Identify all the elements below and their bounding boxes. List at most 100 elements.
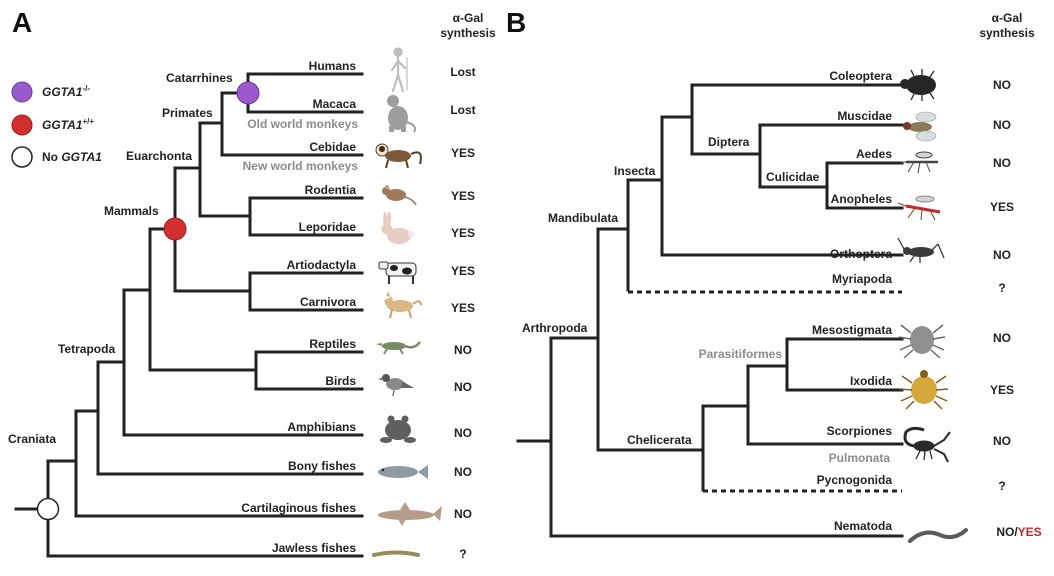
status-scorpiones: NO <box>993 434 1011 448</box>
label-insecta: Insecta <box>614 164 656 178</box>
status-ixodida: YES <box>990 383 1014 397</box>
leaf-mesostigmata: Mesostigmata <box>812 323 892 337</box>
leaf-cartilaginous-fishes: Cartilaginous fishes <box>241 501 356 515</box>
panel-b-label: B <box>506 7 526 38</box>
nematode-icon <box>908 528 968 543</box>
tree-a-branches <box>14 72 364 558</box>
capuchin-icon <box>375 143 422 169</box>
lamprey-icon <box>372 550 420 557</box>
leaf-pycnogonida: Pycnogonida <box>817 473 893 487</box>
tick-icon <box>899 370 949 410</box>
macaque-icon <box>387 95 417 133</box>
leaf-leporidae: Leporidae <box>299 220 357 234</box>
status-humans: Lost <box>450 65 475 79</box>
animal-icons <box>372 47 968 557</box>
mite-icon <box>898 324 946 359</box>
label-old-world-monkeys: Old world monkeys <box>247 117 358 131</box>
status-cartilaginous-fishes: NO <box>454 507 472 521</box>
panel-b-header-line2: synthesis <box>979 26 1035 40</box>
status-nematoda: NO/YES <box>996 525 1041 539</box>
leaf-carnivora: Carnivora <box>300 295 356 309</box>
leaf-cebidae: Cebidae <box>309 140 356 154</box>
legend: GGTA1-/- GGTA1+/+ No GGTA1 <box>11 81 102 168</box>
status-jawless-fishes: ? <box>459 547 466 561</box>
dog-icon <box>384 291 422 319</box>
status-myriapoda: ? <box>998 281 1005 295</box>
panel-b-header-line1: α-Gal <box>992 11 1023 25</box>
leaf-rodentia: Rodentia <box>305 183 357 197</box>
panel-a-header-line2: synthesis <box>440 26 496 40</box>
leaf-birds: Birds <box>325 374 356 388</box>
leaf-amphibians: Amphibians <box>287 420 356 434</box>
label-culicidae: Culicidae <box>766 170 820 184</box>
label-craniata: Craniata <box>8 432 56 446</box>
legend-wt-label: GGTA1+/+ <box>42 117 94 132</box>
legend-none-dot <box>11 146 33 168</box>
status-reptiles: NO <box>454 343 472 357</box>
status-muscidae: NO <box>993 118 1011 132</box>
label-pulmonata: Pulmonata <box>829 451 891 465</box>
leaf-jawless-fishes: Jawless fishes <box>272 541 356 555</box>
legend-ko-dot <box>11 81 33 103</box>
label-chelicerata: Chelicerata <box>627 433 692 447</box>
human-icon <box>390 47 408 93</box>
mosquito-icon <box>900 151 938 174</box>
legend-wt-dot <box>11 114 33 136</box>
leaf-aedes: Aedes <box>856 147 892 161</box>
leaf-bony-fishes: Bony fishes <box>288 459 356 473</box>
bird-icon <box>378 374 414 397</box>
cow-icon <box>378 261 417 284</box>
tree-b-branches <box>516 83 904 538</box>
node-catarrhines-ggta1-ko <box>236 81 260 105</box>
legend-ko-label: GGTA1-/- <box>42 84 90 99</box>
label-euarchonta: Euarchonta <box>126 149 192 163</box>
scorpion-icon <box>903 426 951 463</box>
label-mammals: Mammals <box>104 204 159 218</box>
label-parasitiformes: Parasitiformes <box>699 347 783 361</box>
leaf-humans: Humans <box>309 59 357 73</box>
panel-b-leaves: ColeopteraNOMuscidaeNOAedesNOAnophelesYE… <box>812 69 1042 539</box>
status-bony-fishes: NO <box>454 465 472 479</box>
status-cebidae: YES <box>451 146 475 160</box>
status-anopheles: YES <box>990 200 1014 214</box>
leaf-scorpiones: Scorpiones <box>827 424 893 438</box>
label-new-world-monkeys: New world monkeys <box>243 159 359 173</box>
leaf-ixodida: Ixodida <box>850 374 892 388</box>
leaf-coleoptera: Coleoptera <box>829 69 892 83</box>
status-pycnogonida: ? <box>998 479 1005 493</box>
status-artiodactyla: YES <box>451 264 475 278</box>
label-mandibulata: Mandibulata <box>548 211 618 225</box>
fish-icon <box>378 465 428 479</box>
status-leporidae: YES <box>451 226 475 240</box>
fly-icon <box>903 111 937 142</box>
node-craniata-no-ggta1 <box>36 497 60 521</box>
leaf-macaca: Macaca <box>313 97 357 111</box>
mouse-icon <box>382 185 417 206</box>
frog-icon <box>380 415 416 443</box>
tree-b-uncertain-branches <box>628 290 902 493</box>
shark-icon <box>378 502 442 526</box>
status-rodentia: YES <box>451 189 475 203</box>
node-mammals-ggta1-wt <box>163 217 187 241</box>
leaf-reptiles: Reptiles <box>309 337 356 351</box>
label-tetrapoda: Tetrapoda <box>58 342 115 356</box>
status-birds: NO <box>454 380 472 394</box>
leaf-muscidae: Muscidae <box>837 109 892 123</box>
label-catarrhines: Catarrhines <box>166 71 233 85</box>
status-aedes: NO <box>993 156 1011 170</box>
cricket-icon <box>897 237 945 263</box>
legend-none-label: No GGTA1 <box>42 150 102 164</box>
status-carnivora: YES <box>451 301 475 315</box>
anopheles-icon <box>897 195 941 221</box>
label-arthropoda: Arthropoda <box>522 321 588 335</box>
leaf-orthoptera: Orthoptera <box>830 247 892 261</box>
status-coleoptera: NO <box>993 78 1011 92</box>
leaf-myriapoda: Myriapoda <box>832 272 892 286</box>
beetle-icon <box>900 69 936 101</box>
lizard-icon <box>376 341 421 355</box>
status-amphibians: NO <box>454 426 472 440</box>
panel-a-label: A <box>12 7 32 38</box>
label-diptera: Diptera <box>708 135 750 149</box>
